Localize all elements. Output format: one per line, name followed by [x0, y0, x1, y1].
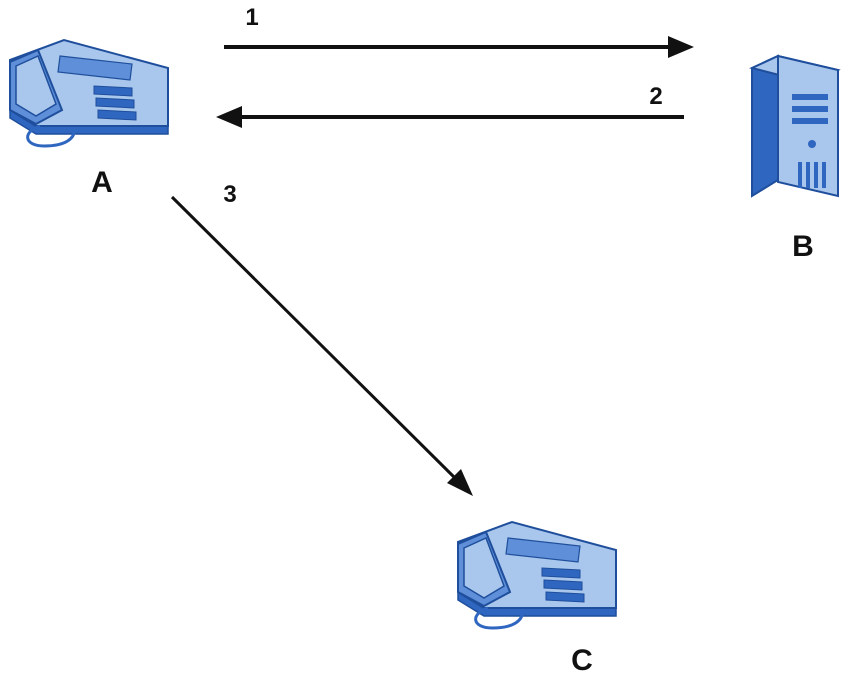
arrow-step-1: [224, 36, 694, 58]
node-b-label: B: [792, 230, 814, 263]
server-b-icon: [749, 54, 841, 198]
step-2-label: 2: [649, 83, 662, 110]
node-a-label: A: [91, 166, 113, 199]
node-c-label: C: [571, 644, 593, 677]
phone-c-icon: [456, 520, 618, 630]
arrow-step-2: [216, 106, 684, 128]
step-1-label: 1: [245, 4, 258, 31]
arrow-step-3: [170, 195, 473, 496]
step-3-label: 3: [223, 181, 236, 208]
phone-a-icon: [8, 38, 170, 148]
